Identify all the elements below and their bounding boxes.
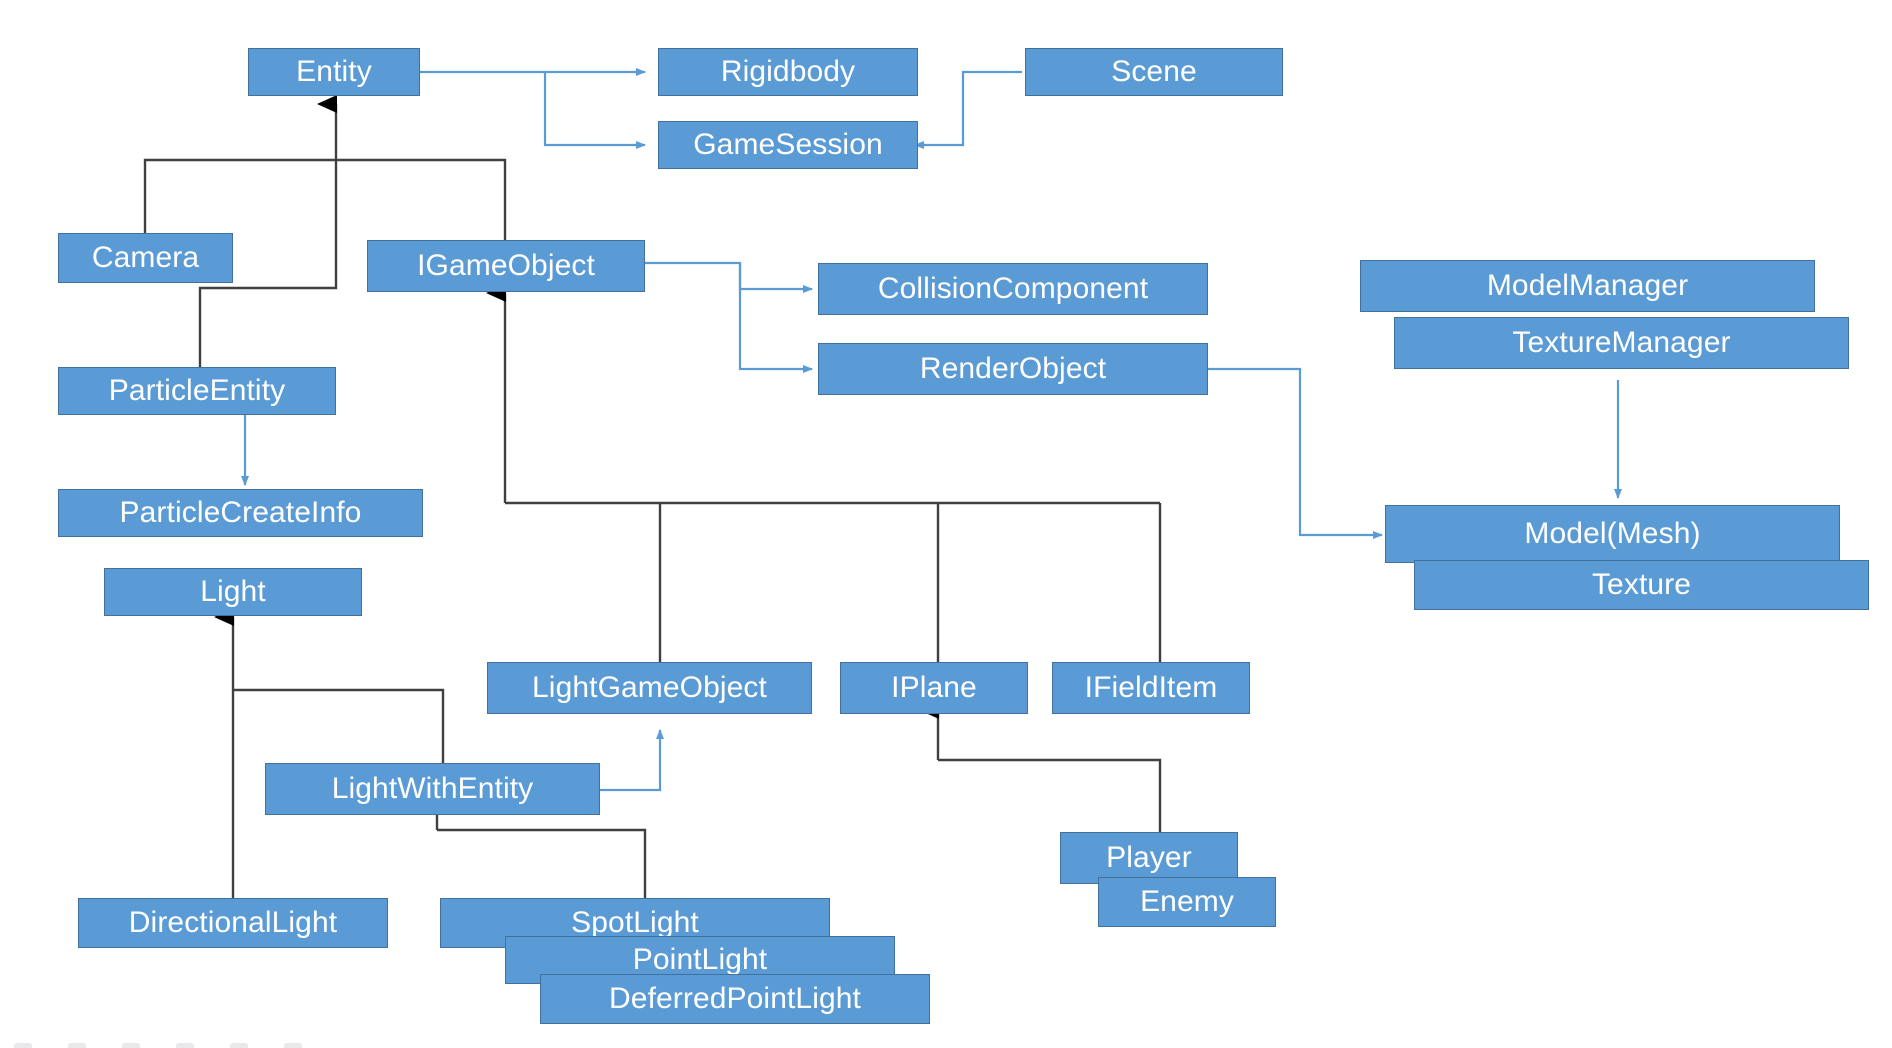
node-label: DirectionalLight — [128, 906, 338, 939]
node-iplane[interactable]: IPlane — [840, 662, 1028, 714]
node-deferredpointlight[interactable]: DeferredPointLight — [540, 974, 930, 1024]
node-light[interactable]: Light — [104, 568, 362, 616]
edge-artifact — [176, 1043, 194, 1048]
node-modelmanager[interactable]: ModelManager — [1360, 260, 1815, 312]
edge-artifact — [284, 1043, 302, 1048]
node-camera[interactable]: Camera — [58, 233, 233, 283]
node-gamesession[interactable]: GameSession — [658, 121, 918, 169]
node-renderobject[interactable]: RenderObject — [818, 343, 1208, 395]
node-directionallight[interactable]: DirectionalLight — [78, 898, 388, 948]
node-label: DeferredPointLight — [609, 982, 861, 1015]
node-label: Light — [200, 575, 266, 608]
node-texture[interactable]: Texture — [1414, 560, 1869, 610]
node-entity[interactable]: Entity — [248, 48, 420, 96]
node-label: IPlane — [891, 671, 977, 704]
node-model-mesh[interactable]: Model(Mesh) — [1385, 505, 1840, 563]
node-label: Scene — [1111, 55, 1197, 88]
node-label: ParticleEntity — [108, 374, 286, 407]
node-label: TextureManager — [1512, 326, 1731, 359]
edge-artifact — [68, 1043, 86, 1048]
node-particleentity[interactable]: ParticleEntity — [58, 367, 336, 415]
node-label: Rigidbody — [720, 55, 856, 88]
node-label: LightGameObject — [532, 671, 767, 704]
node-label: Texture — [1591, 568, 1692, 601]
node-igameobject[interactable]: IGameObject — [367, 240, 645, 292]
node-texturemanager[interactable]: TextureManager — [1394, 317, 1849, 369]
node-label: IGameObject — [417, 249, 595, 282]
node-label: Enemy — [1140, 885, 1234, 918]
node-collisioncomponent[interactable]: CollisionComponent — [818, 263, 1208, 315]
edge-artifact — [230, 1043, 248, 1048]
node-label: Player — [1106, 841, 1192, 874]
node-label: Camera — [91, 241, 200, 274]
node-label: Model(Mesh) — [1524, 517, 1701, 550]
node-lightgameobject[interactable]: LightGameObject — [487, 662, 812, 714]
edge-artifact — [122, 1043, 140, 1048]
node-pointlight[interactable]: PointLight — [505, 936, 895, 984]
node-ifielditem[interactable]: IFieldItem — [1052, 662, 1250, 714]
node-enemy[interactable]: Enemy — [1098, 877, 1276, 927]
node-label: RenderObject — [919, 352, 1107, 385]
node-label: CollisionComponent — [877, 272, 1149, 305]
node-label: ParticleCreateInfo — [119, 496, 362, 529]
node-lightwithentity[interactable]: LightWithEntity — [265, 763, 600, 815]
node-label: PointLight — [632, 943, 768, 976]
node-particlecreateinfo[interactable]: ParticleCreateInfo — [58, 489, 423, 537]
node-label: IFieldItem — [1084, 671, 1218, 704]
node-rigidbody[interactable]: Rigidbody — [658, 48, 918, 96]
node-label: GameSession — [693, 128, 883, 161]
bottom-edge-artifacts — [0, 1034, 1892, 1048]
node-scene[interactable]: Scene — [1025, 48, 1283, 96]
node-label: LightWithEntity — [331, 772, 534, 805]
edge-artifact — [14, 1043, 32, 1048]
node-label: ModelManager — [1486, 269, 1689, 302]
node-label: Entity — [296, 55, 372, 88]
node-label: SpotLight — [571, 906, 699, 939]
